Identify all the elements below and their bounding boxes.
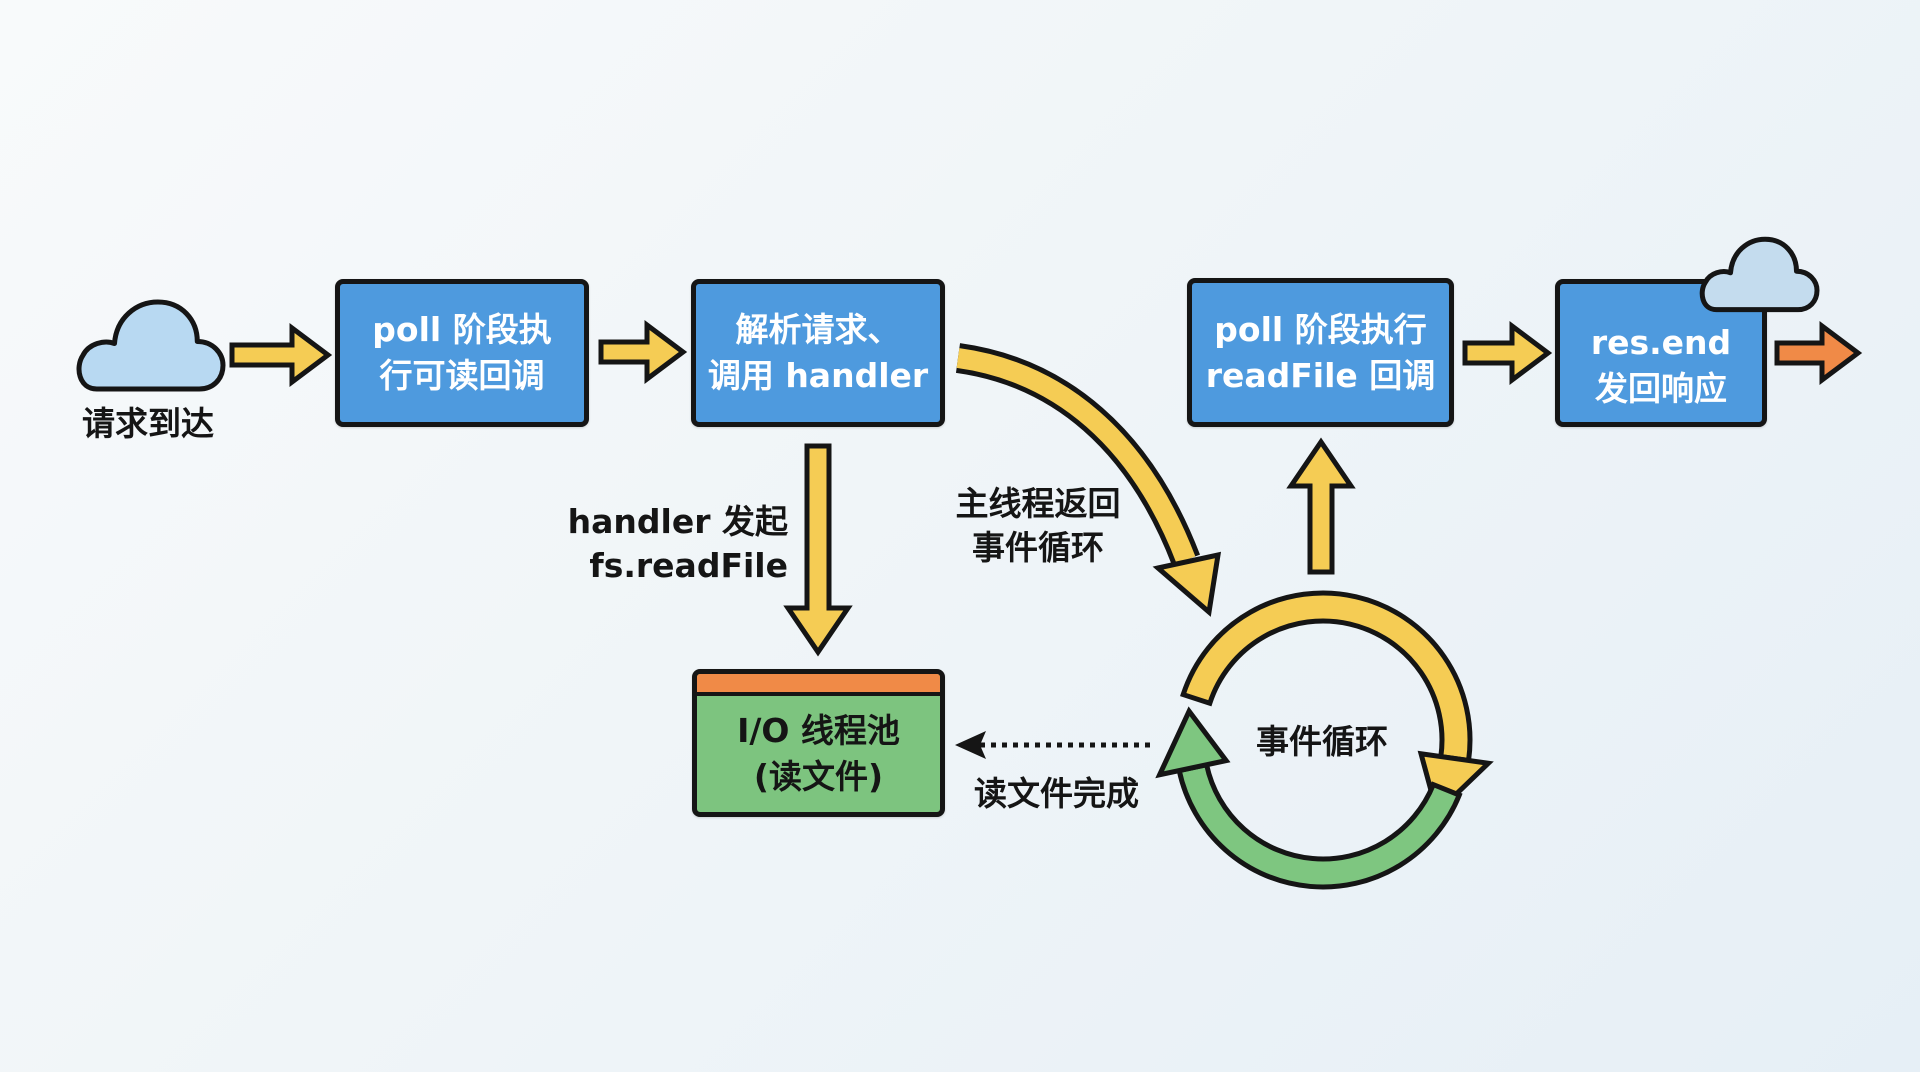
box-parse-request-line2: 调用 handler [707, 356, 929, 395]
start-cloud-icon [76, 299, 226, 392]
box-res-end-line1: res.end [1590, 323, 1732, 362]
edge-label-handler-readfile-line1: handler 发起 [567, 502, 788, 541]
edge-label-return-line1: 主线程返回 [955, 484, 1121, 523]
io-pool-text: I/O 线程池 (读文件) [737, 696, 900, 812]
box-poll-readfile: poll 阶段执行 readFile 回调 [1187, 278, 1454, 427]
arrow-resend-out [1774, 321, 1863, 385]
arrow-start-to-poll [229, 323, 333, 387]
curved-arrow-head [1152, 551, 1222, 617]
box-parse-request-line1: 解析请求、 [735, 310, 901, 349]
edge-label-return-to-loop: 主线程返回 事件循环 [938, 482, 1138, 570]
event-loop-label: 事件循环 [1222, 720, 1422, 764]
event-loop-green-arc [1176, 761, 1463, 890]
arrow-pollfile-to-resend [1462, 321, 1553, 385]
edge-label-handler-readfile-line2: fs.readFile [589, 546, 788, 585]
io-pool-line1: I/O 线程池 [737, 711, 900, 750]
box-poll-readable-line2: 行可读回调 [379, 356, 545, 395]
box-poll-readfile-line1: poll 阶段执行 [1214, 309, 1427, 349]
edge-label-handler-readfile: handler 发起 fs.readFile [520, 500, 788, 588]
box-poll-readable: poll 阶段执 行可读回调 [335, 279, 589, 427]
box-poll-readable-line1: poll 阶段执 [372, 310, 552, 349]
box-parse-request: 解析请求、 调用 handler [691, 279, 945, 427]
edge-label-read-done-text: 读文件完成 [974, 774, 1139, 813]
box-poll-readfile-line2: readFile 回调 [1205, 355, 1436, 395]
box-res-end-line2: 发回响应 [1595, 369, 1727, 408]
box-res-end: res.end 发回响应 [1555, 279, 1767, 427]
event-loop-yellow-arc [1180, 590, 1473, 764]
event-loop-green-head [1155, 706, 1231, 779]
start-label: 请求到达 [68, 402, 228, 446]
arrow-loop-to-pollfile [1286, 437, 1356, 575]
dotted-arrow-head [955, 731, 986, 759]
edge-label-read-done: 读文件完成 [974, 772, 1139, 816]
arrow-poll-to-parse [598, 320, 688, 384]
box-io-pool: I/O 线程池 (读文件) [692, 669, 945, 817]
io-pool-header-band [697, 674, 940, 696]
edge-label-return-line2: 事件循环 [972, 528, 1104, 567]
curved-arrow-shaft [956, 348, 1196, 564]
start-label-text: 请求到达 [82, 404, 214, 443]
arrow-parse-to-io [783, 443, 853, 657]
io-pool-line2: (读文件) [753, 757, 884, 796]
event-loop-label-text: 事件循环 [1256, 722, 1388, 761]
